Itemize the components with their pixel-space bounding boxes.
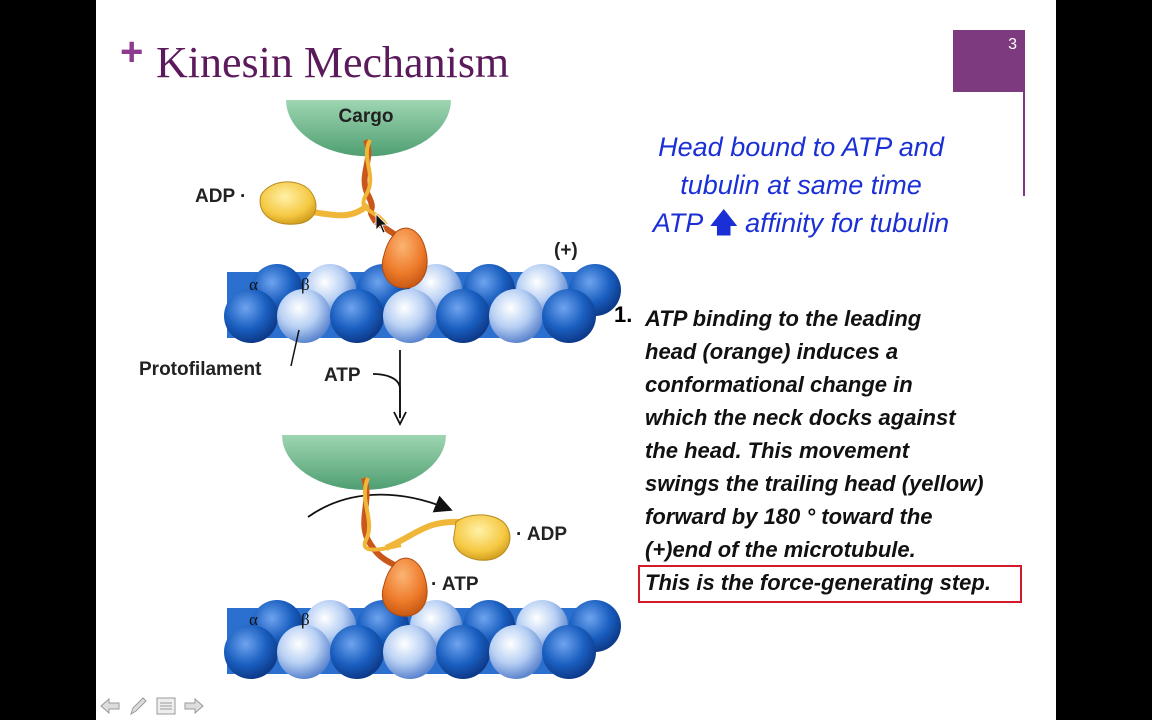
tubulin-subunit	[489, 625, 543, 679]
tubulin-subunit	[436, 289, 490, 343]
tubulin-subunit	[224, 625, 278, 679]
alpha-label-top: α	[249, 275, 258, 294]
leading-head-bottom	[381, 557, 428, 617]
slide-title: Kinesin Mechanism	[156, 38, 510, 87]
forward-arrow-icon[interactable]	[182, 694, 206, 718]
step-line: conformational change in	[645, 372, 913, 397]
protofilament-label: Protofilament	[139, 359, 262, 380]
tubulin-subunit	[224, 289, 278, 343]
step-line-highlight: This is the force-generating step.	[645, 570, 991, 595]
trailing-head-top	[259, 181, 317, 225]
note-atp: ATP	[652, 208, 703, 238]
atp-label-bottom: · ATP	[431, 574, 479, 595]
alpha-label-bottom: α	[249, 610, 258, 629]
mouse-cursor-icon	[375, 213, 388, 234]
slide-nav	[98, 694, 206, 718]
tubulin-subunit	[330, 289, 384, 343]
plus-end-label: (+)	[554, 240, 578, 261]
back-arrow-icon[interactable]	[98, 694, 122, 718]
pen-icon[interactable]	[126, 694, 150, 718]
accent-line	[1023, 30, 1025, 196]
up-arrow-icon: 🡅	[709, 208, 738, 238]
note-line-1: Head bound to ATP and	[658, 132, 944, 162]
step-number: 1.	[614, 302, 633, 327]
tubulin-subunit	[436, 625, 490, 679]
beta-label-bottom: β	[301, 610, 310, 629]
note-line-3: ATP 🡅 affinity for tubulin	[606, 204, 996, 242]
atp-arrow-label: ATP	[324, 365, 361, 386]
kinesin-diagram: Cargo ADP · (+) α β Protofilament ATP	[139, 100, 621, 679]
tubulin-subunit	[277, 289, 331, 343]
step-text: ATP binding to the leading head (orange)…	[645, 302, 1025, 599]
beta-label-top: β	[301, 275, 310, 294]
tubulin-subunit	[489, 289, 543, 343]
cargo-top	[286, 100, 451, 157]
adp-label-top: ADP ·	[195, 186, 246, 207]
step-line: the head. This movement	[645, 438, 910, 463]
highlight-box	[638, 565, 1022, 603]
note-line-2: tubulin at same time	[680, 170, 922, 200]
adp-label-bottom: · ADP	[516, 524, 567, 545]
trailing-head-bottom	[453, 514, 511, 561]
slide-number-box: 3	[953, 30, 1025, 92]
step-line: ATP binding to the leading	[645, 306, 922, 331]
slide-number: 3	[1008, 36, 1017, 53]
cargo-bottom	[282, 435, 446, 490]
tubulin-subunit	[542, 625, 596, 679]
top-microtubule	[224, 264, 621, 343]
tubulin-subunit	[330, 625, 384, 679]
step-line: (+)end of the microtubule.	[645, 537, 916, 562]
leading-head-top	[381, 227, 428, 289]
tubulin-subunit	[383, 625, 437, 679]
step-line: which the neck docks against	[645, 405, 956, 430]
swing-arrow-icon	[307, 493, 453, 518]
blue-note: Head bound to ATP and tubulin at same ti…	[606, 128, 996, 242]
step-line: head (orange) induces a	[645, 339, 899, 364]
tubulin-subunit	[542, 289, 596, 343]
down-arrow-icon	[393, 411, 407, 427]
step-line: swings the trailing head (yellow)	[645, 471, 984, 496]
note-affinity: affinity for tubulin	[745, 208, 950, 238]
bottom-microtubule	[224, 600, 621, 679]
cargo-label-top: Cargo	[339, 106, 394, 127]
tubulin-subunit	[383, 289, 437, 343]
title-plus-icon: +	[120, 30, 144, 74]
slide: + Kinesin Mechanism 3	[96, 0, 1056, 720]
step-line: forward by 180 ° toward the	[645, 504, 933, 529]
menu-icon[interactable]	[154, 694, 178, 718]
tubulin-subunit	[277, 625, 331, 679]
